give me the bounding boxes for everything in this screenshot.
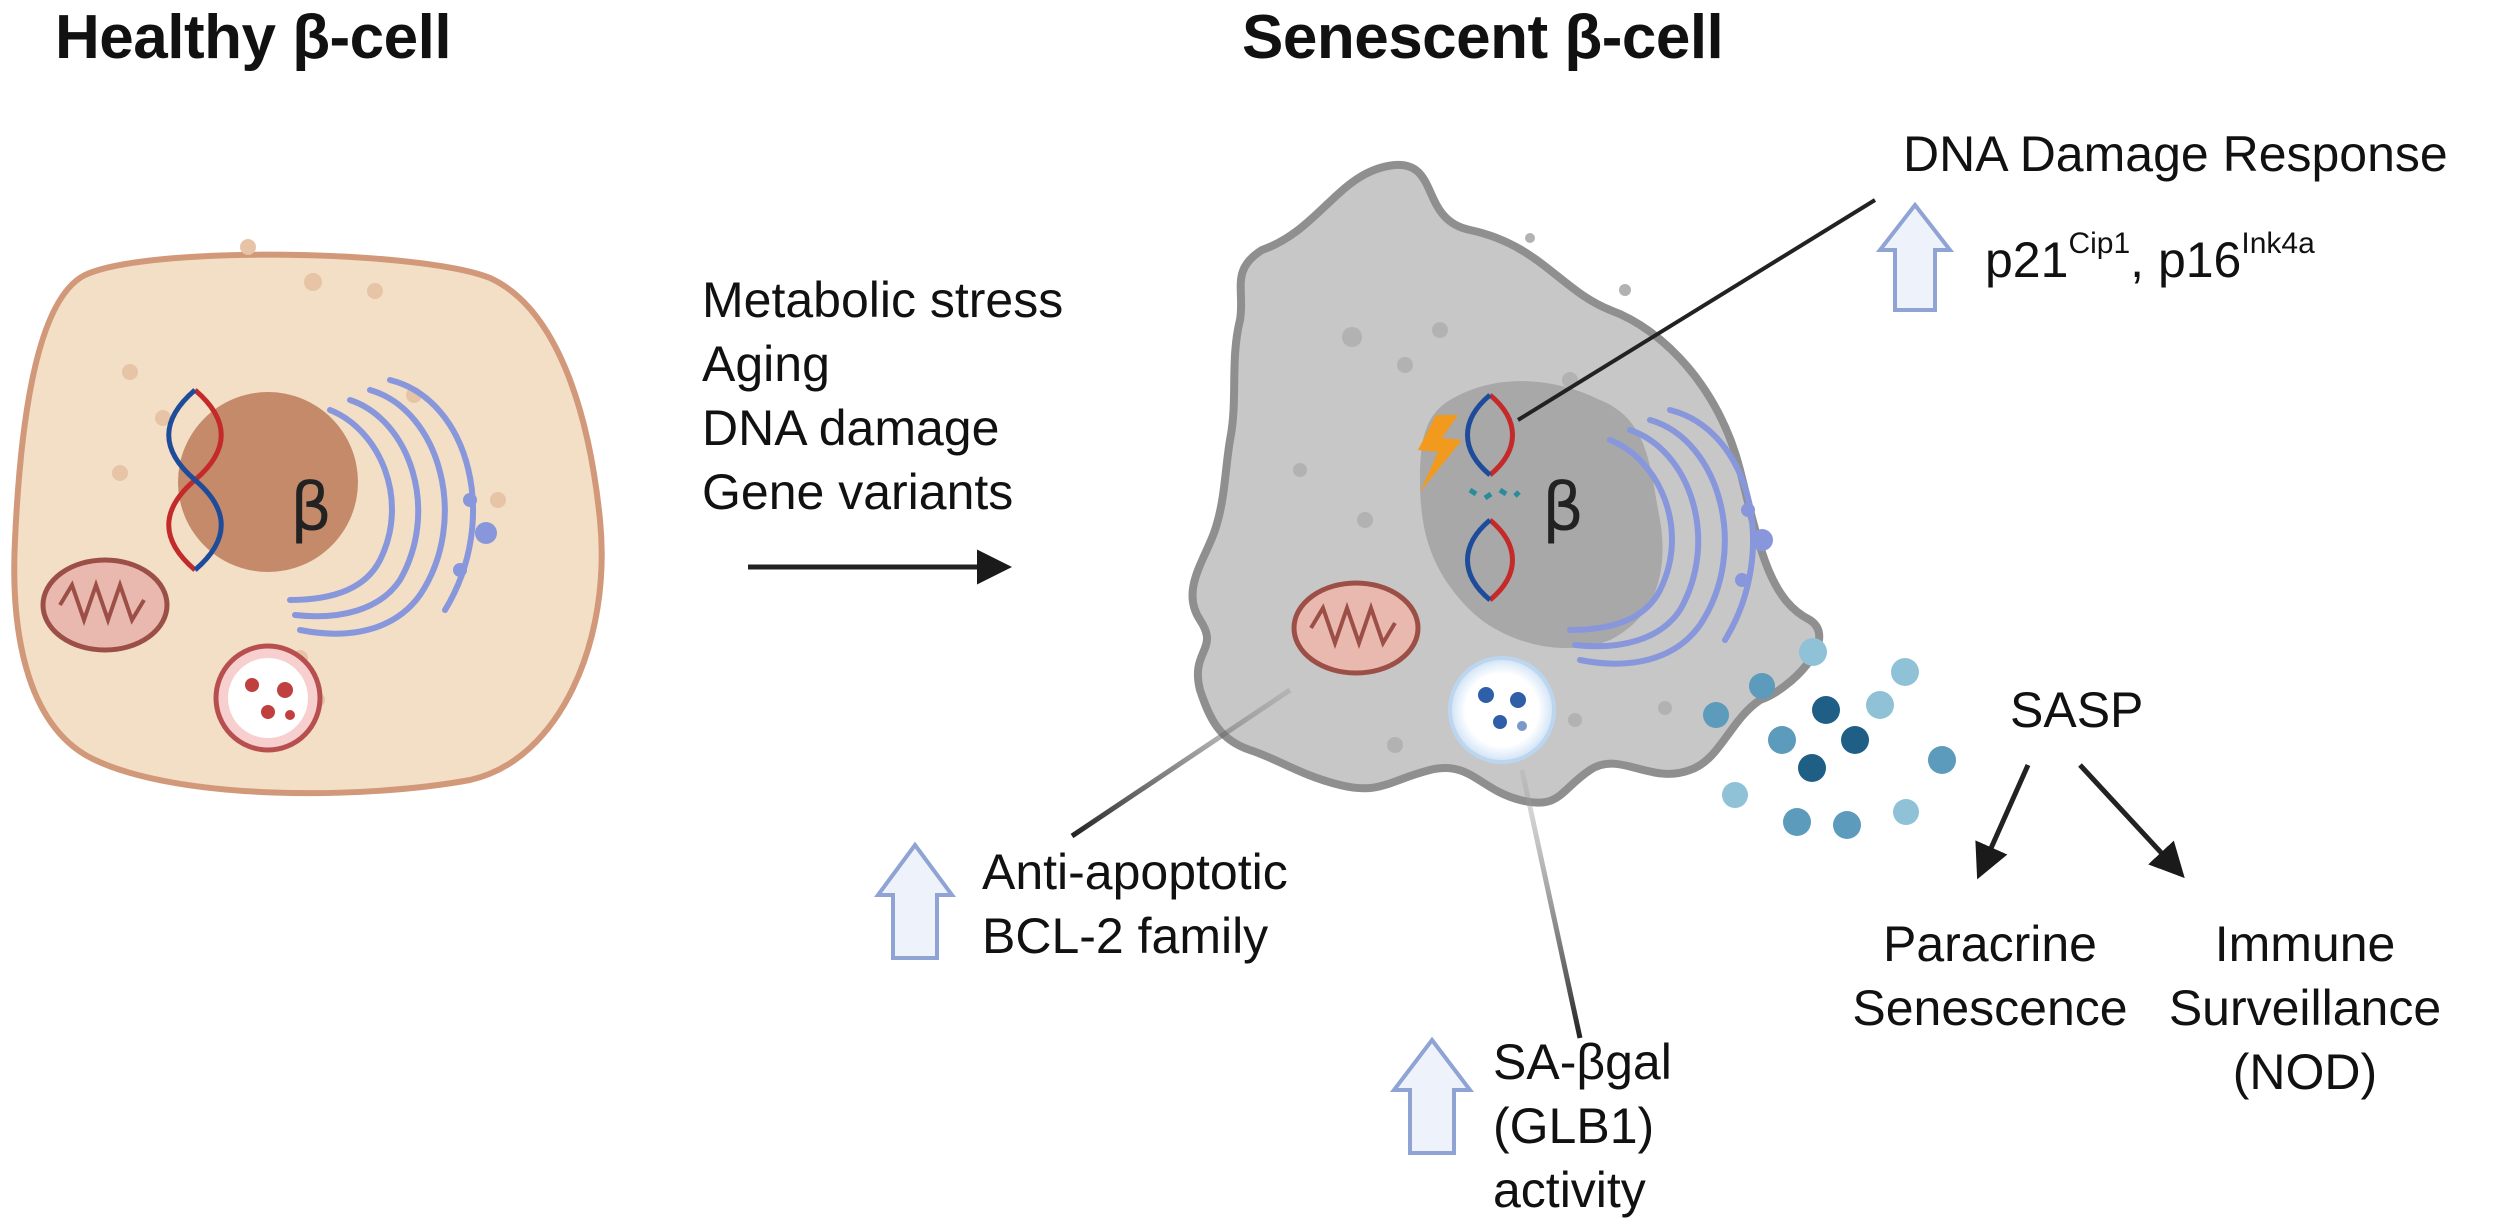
immune-line: Immune (2214, 916, 2396, 972)
sa-bgal-label: SA-βgal (GLB1) activity (1493, 1030, 1672, 1222)
lysosome-icon (213, 643, 323, 753)
damaged-dna-icon (1465, 393, 1521, 602)
endoplasmic-reticulum-icon (287, 377, 476, 637)
mitochondrion-icon (1291, 580, 1421, 676)
ddr-title: DNA Damage Response (1903, 126, 2448, 182)
p21-superscript: Cip1 (2068, 227, 2131, 260)
up-arrow-icon (874, 841, 956, 960)
sa-bgal-callout-line (1519, 769, 1583, 1039)
stressor-list: Metabolic stress Aging DNA damage Gene v… (702, 268, 1063, 524)
sa-bgal-line: activity (1493, 1162, 1646, 1218)
lightning-icon (1418, 415, 1462, 492)
senescent-cell-title: Senescent β-cell (1242, 3, 1724, 72)
marker-separator: , (2130, 232, 2158, 288)
dna-icon (166, 388, 224, 572)
p16-superscript: Ink4a (2241, 227, 2315, 260)
stressor-item: Aging (702, 336, 830, 392)
p21-label: p21 (1985, 232, 2069, 288)
paracrine-arrow (1975, 763, 2031, 880)
lysosome-icon (1448, 656, 1556, 764)
immune-line: Surveillance (2168, 980, 2442, 1036)
immune-line: (NOD) (2232, 1044, 2378, 1100)
senescent-nucleus-label: β (1542, 469, 1584, 546)
paracrine-line: Paracrine (1883, 916, 2097, 972)
up-arrow-icon (1389, 1036, 1475, 1155)
anti-apoptotic-label: Anti-apoptotic BCL-2 family (982, 840, 1288, 968)
senescent-cell: β (1188, 160, 1824, 807)
senescent-vesicle-dots (1293, 233, 1672, 753)
anti-apoptotic-line: BCL-2 family (982, 908, 1269, 964)
paracrine-senescence-label: Paracrine Senescence (1790, 912, 2190, 1040)
stressor-item: Gene variants (702, 464, 1014, 520)
senescent-nucleus (1420, 381, 1663, 649)
sa-bgal-line: (GLB1) (1493, 1098, 1655, 1154)
sasp-particles (1703, 638, 1956, 839)
healthy-nucleus-label: β (290, 469, 332, 546)
ddr-markers: p21Cip1, p16Ink4a (1985, 228, 2315, 292)
mitochondrion-icon (40, 557, 170, 653)
anti-apoptotic-line: Anti-apoptotic (982, 844, 1288, 900)
up-arrow-icon (1875, 201, 1955, 312)
paracrine-line: Senescence (1852, 980, 2128, 1036)
anti-apoptotic-callout-line (1070, 687, 1292, 839)
stressor-item: Metabolic stress (702, 272, 1064, 328)
stressor-item: DNA damage (702, 400, 1000, 456)
healthy-cell-title: Healthy β-cell (55, 3, 452, 72)
sa-bgal-line: SA-βgal (1493, 1034, 1672, 1090)
immune-arrow (2078, 763, 2185, 879)
p16-label: p16 (2157, 232, 2242, 288)
healthy-cell: β (11, 239, 605, 797)
sasp-title: SASP (2010, 682, 2144, 738)
immune-surveillance-label: Immune Surveillance (NOD) (2115, 912, 2495, 1104)
endoplasmic-reticulum-icon (1567, 407, 1756, 667)
ddr-callout-line (1516, 198, 1877, 422)
